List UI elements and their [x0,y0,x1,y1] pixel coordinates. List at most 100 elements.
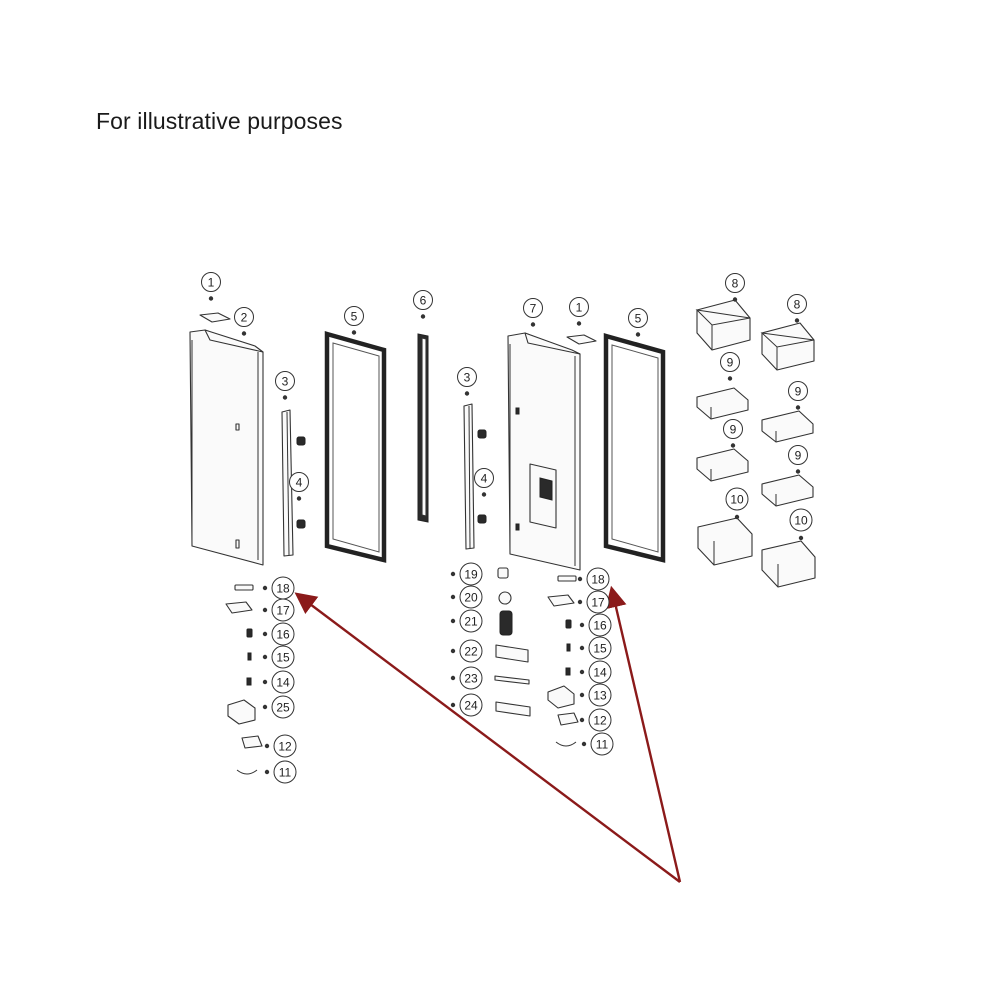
callout-number: 24 [464,699,478,713]
callout-15: 15 [262,645,295,669]
right-door-with-dispenser [507,332,581,571]
callout-leader-dot [450,675,456,681]
callout-circle [523,298,543,318]
left-handle-brackets [296,436,306,529]
callout-leader-dot [579,717,585,723]
callout-circle [275,371,295,391]
callout-circle [271,598,295,622]
callout-number: 1 [208,276,215,290]
callout-7: 7 [523,298,543,327]
callout-leader-dot [794,318,800,323]
callout-leader-dot [635,332,641,337]
callout-23: 23 [450,666,483,690]
callout-number: 17 [276,604,290,618]
callout-10: 10 [725,487,749,520]
right-hinge-hardware [547,575,579,747]
callout-1: 1 [201,272,221,301]
callout-number: 19 [464,568,478,582]
callout-number: 11 [279,766,292,780]
callout-number: 9 [730,423,737,437]
callout-leader-dot [798,535,804,541]
dairy-bin-right [760,322,815,371]
callout-number: 11 [596,738,609,752]
callout-number: 13 [593,689,607,703]
callout-leader-dot [262,654,268,660]
callout-14: 14 [262,670,295,694]
callout-leader-dot [579,622,585,628]
callout-18: 18 [262,576,295,600]
callout-circle [289,472,309,492]
callout-circle [725,273,745,293]
callout-leader-dot [262,631,268,637]
callout-1: 1 [569,297,589,326]
right-door-gasket [603,333,666,563]
callout-leader-dot [581,741,587,747]
callout-leader-dot [579,669,585,675]
callout-3: 3 [275,371,295,400]
callout-4: 4 [474,468,494,497]
callout-circle [723,419,743,439]
callout-circle [788,381,808,401]
callout-circle [344,306,364,326]
callout-leader-dot [576,321,582,326]
callout-circle [586,567,610,591]
callout-number: 16 [593,619,607,633]
callout-circle [459,639,483,663]
left-door-panel [189,329,264,566]
callout-number: 3 [464,371,471,385]
callout-circle [459,693,483,717]
callout-9: 9 [720,352,740,381]
callout-circle [588,683,612,707]
callout-number: 17 [591,596,605,610]
callout-leader-dot [262,585,268,591]
callout-number: 1 [576,301,583,315]
callout-number: 3 [282,375,289,389]
callout-circle [588,708,612,732]
arrow-to-right-18 [605,585,682,883]
callout-9: 9 [723,419,743,448]
callout-21: 21 [450,609,483,633]
callout-leader-dot [579,692,585,698]
callout-circle [271,645,295,669]
callout-circle [459,562,483,586]
callout-8: 8 [787,294,807,323]
callout-11: 11 [264,760,297,784]
door-shelf-bin-3 [696,448,749,482]
callout-20: 20 [450,585,483,609]
callout-leader-dot [262,679,268,685]
callout-14: 14 [579,660,612,684]
callout-circle [569,297,589,317]
callout-circle [457,367,477,387]
callout-number: 8 [732,277,739,291]
callout-circle [459,666,483,690]
callout-number: 25 [276,701,290,715]
callout-6: 6 [413,290,433,319]
callout-leader-dot [241,331,247,336]
callout-leader-dot [730,443,736,448]
callout-circle [273,734,297,758]
callout-leader-dot [727,376,733,381]
callout-number: 9 [795,449,802,463]
callout-leader-dot [795,469,801,474]
callout-number: 12 [593,714,607,728]
center-mullion-strip [417,333,429,523]
callout-number: 5 [351,310,358,324]
callout-circle [720,352,740,372]
callout-19: 19 [450,562,483,586]
callout-leader-dot [577,599,583,605]
callout-circle [459,609,483,633]
callout-number: 4 [296,476,303,490]
callout-16: 16 [579,613,612,637]
callout-number: 23 [464,672,478,686]
callout-circle [789,508,813,532]
callout-number: 2 [241,311,248,325]
callout-number: 22 [464,645,478,659]
callout-24: 24 [450,693,483,717]
callout-12: 12 [264,734,297,758]
callout-circle [787,294,807,314]
dispenser-hardware [494,567,531,717]
callout-leader-dot [481,492,487,497]
callout-circle [234,307,254,327]
callout-8: 8 [725,273,745,302]
